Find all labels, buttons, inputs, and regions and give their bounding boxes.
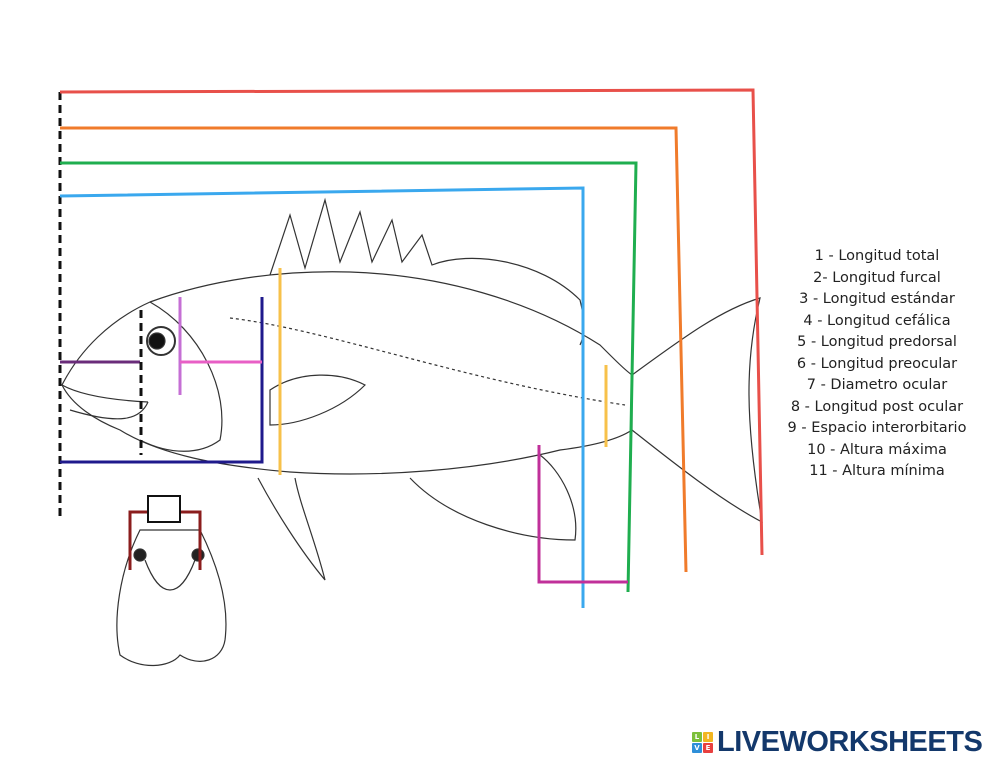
logo-block: L: [692, 732, 702, 742]
legend-item: 4 - Longitud cefálica: [803, 312, 951, 329]
fish-drawing: [61, 197, 763, 581]
logo-block: I: [703, 732, 713, 742]
legend-item: 8 - Longitud post ocular: [790, 398, 964, 415]
line-predorsal: [537, 445, 628, 584]
line-fork-length: [60, 126, 688, 573]
legend-item: 10 - Altura máxima: [807, 441, 947, 458]
line-head-length: [60, 297, 264, 464]
legend-item: 6 - Longitud preocular: [796, 355, 958, 372]
legend-item: 5 - Longitud predorsal: [797, 334, 957, 350]
answer-box[interactable]: [147, 495, 181, 523]
liveworksheets-logo: L I V E LIVEWORKSHEETS: [692, 726, 983, 759]
legend-item: 11 - Altura mínima: [809, 463, 945, 479]
line-standard-length: [60, 161, 638, 593]
line-cephalic-length: [59, 186, 585, 608]
legend-item: 2- Longitud furcal: [813, 269, 941, 286]
legend-item: 7 - Diametro ocular: [806, 377, 948, 393]
legend-item: 3 - Longitud estándar: [799, 291, 955, 307]
legend-item: 1 - Longitud total: [814, 248, 940, 264]
line-total-length: [59, 88, 764, 556]
logo-block: E: [703, 743, 713, 753]
logo-text: LIVEWORKSHEETS: [717, 726, 983, 758]
measurement-lines: [58, 88, 764, 608]
logo-block: V: [692, 743, 702, 753]
legend-item: 9 - Espacio interorbitario: [787, 420, 967, 436]
logo-icon: L I V E: [692, 732, 713, 753]
measurement-legend: 1 - Longitud total 2- Longitud furcal 3 …: [772, 246, 982, 483]
fish-front-view: [116, 529, 227, 667]
